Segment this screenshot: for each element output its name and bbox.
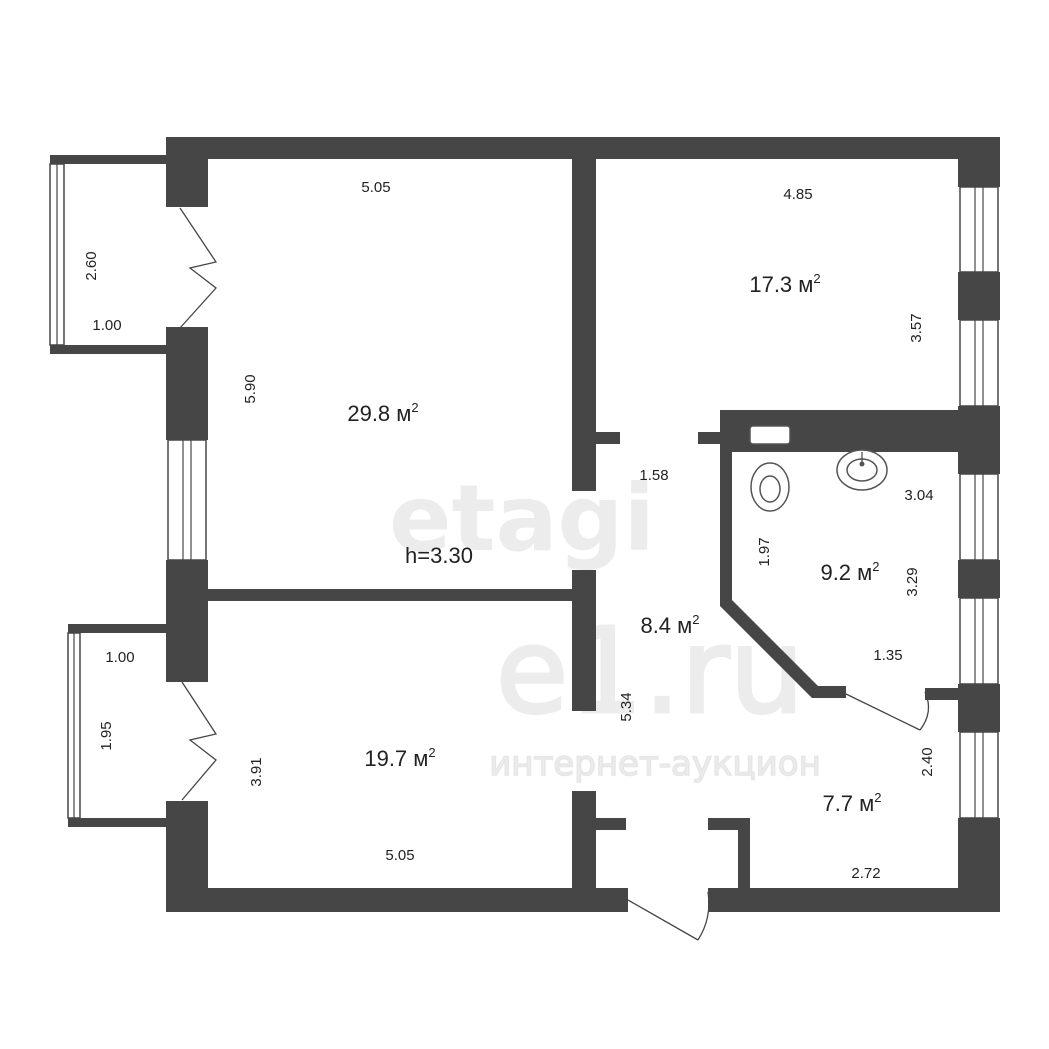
dim-hall-length: 5.34 [618, 692, 635, 721]
dim-room-bottom-left-width: 5.05 [385, 847, 414, 864]
window-left [167, 439, 207, 561]
balcony-bottom [67, 624, 218, 827]
window-right-4 [959, 597, 999, 685]
left-wall-mid-upper [166, 327, 208, 440]
right-wall-2 [958, 272, 1000, 320]
bathroom-diagonal-wall [720, 440, 846, 698]
bathroom-bottom-stub [925, 688, 958, 700]
dim-room-top-right-width: 4.85 [783, 186, 812, 203]
partition-center-bottom [572, 791, 596, 912]
entrance-door [627, 899, 699, 941]
partition-center-mid [572, 570, 596, 711]
balcony-top-door [179, 207, 218, 329]
entrance-door-arc [697, 891, 710, 941]
bathroom-door [845, 693, 921, 731]
area-room-bottom-left: 19.7 м2 [364, 745, 435, 771]
dim-hall-width: 1.58 [639, 467, 668, 484]
dim-balcony-top-length: 2.60 [83, 251, 100, 280]
area-kitchen: 7.7 м2 [822, 790, 881, 816]
dim-kitchen-width: 2.72 [851, 865, 880, 882]
dim-balcony-bottom-length: 1.95 [98, 721, 115, 750]
left-wall-top [166, 137, 208, 207]
toilet-icon [749, 425, 791, 512]
dim-bathroom-diagonal: 1.97 [756, 537, 773, 566]
dim-room-top-right-length: 3.57 [908, 313, 925, 342]
partition-stub-left [596, 432, 620, 444]
dim-kitchen-length: 2.40 [919, 747, 936, 776]
dim-bathroom-length: 3.29 [904, 567, 921, 596]
area-room-top-right: 17.3 м2 [749, 271, 820, 297]
window-right-1 [959, 186, 999, 273]
area-hall: 8.4 м2 [640, 612, 699, 638]
balcony-bottom-door [181, 681, 218, 801]
partition-horizontal [208, 589, 594, 601]
windows [167, 186, 999, 819]
area-large-room: 29.8 м2 [347, 400, 418, 426]
dim-large-room-length: 5.90 [242, 374, 259, 403]
dim-balcony-bottom-depth: 1.00 [105, 649, 134, 666]
partition-stub-bottom-left [596, 818, 626, 830]
dim-balcony-top-depth: 1.00 [92, 317, 121, 334]
right-wall-6 [958, 818, 1000, 912]
window-right-3 [959, 473, 999, 561]
area-bathroom: 9.2 м2 [820, 559, 879, 585]
bathroom-door-arc [919, 691, 930, 731]
partition-kitchen [738, 818, 750, 912]
dim-bathroom-width: 3.04 [904, 487, 933, 504]
dim-bathroom-side: 1.35 [873, 647, 902, 664]
window-right-5 [959, 731, 999, 819]
right-wall-4 [958, 560, 1000, 598]
partition-center-top [572, 137, 596, 491]
dim-room-bottom-left-length: 3.91 [248, 757, 265, 786]
dim-large-room-width: 5.05 [361, 179, 390, 196]
right-wall-1 [958, 137, 1000, 187]
partition-stub-right [698, 432, 722, 444]
bottom-wall-right [708, 888, 1000, 912]
window-right-2 [959, 319, 999, 407]
watermark-subtitle: интернет-аукцион [489, 744, 821, 784]
watermark-brand: etagi [389, 465, 655, 572]
ceiling-height-label: h=3.30 [405, 543, 473, 568]
doors [627, 691, 930, 941]
right-wall-5 [958, 684, 1000, 732]
bottom-wall-left [166, 888, 628, 912]
balcony-top [49, 155, 218, 354]
left-wall-mid-lower [166, 560, 208, 682]
walls [166, 137, 1000, 912]
sink-icon [836, 449, 888, 491]
